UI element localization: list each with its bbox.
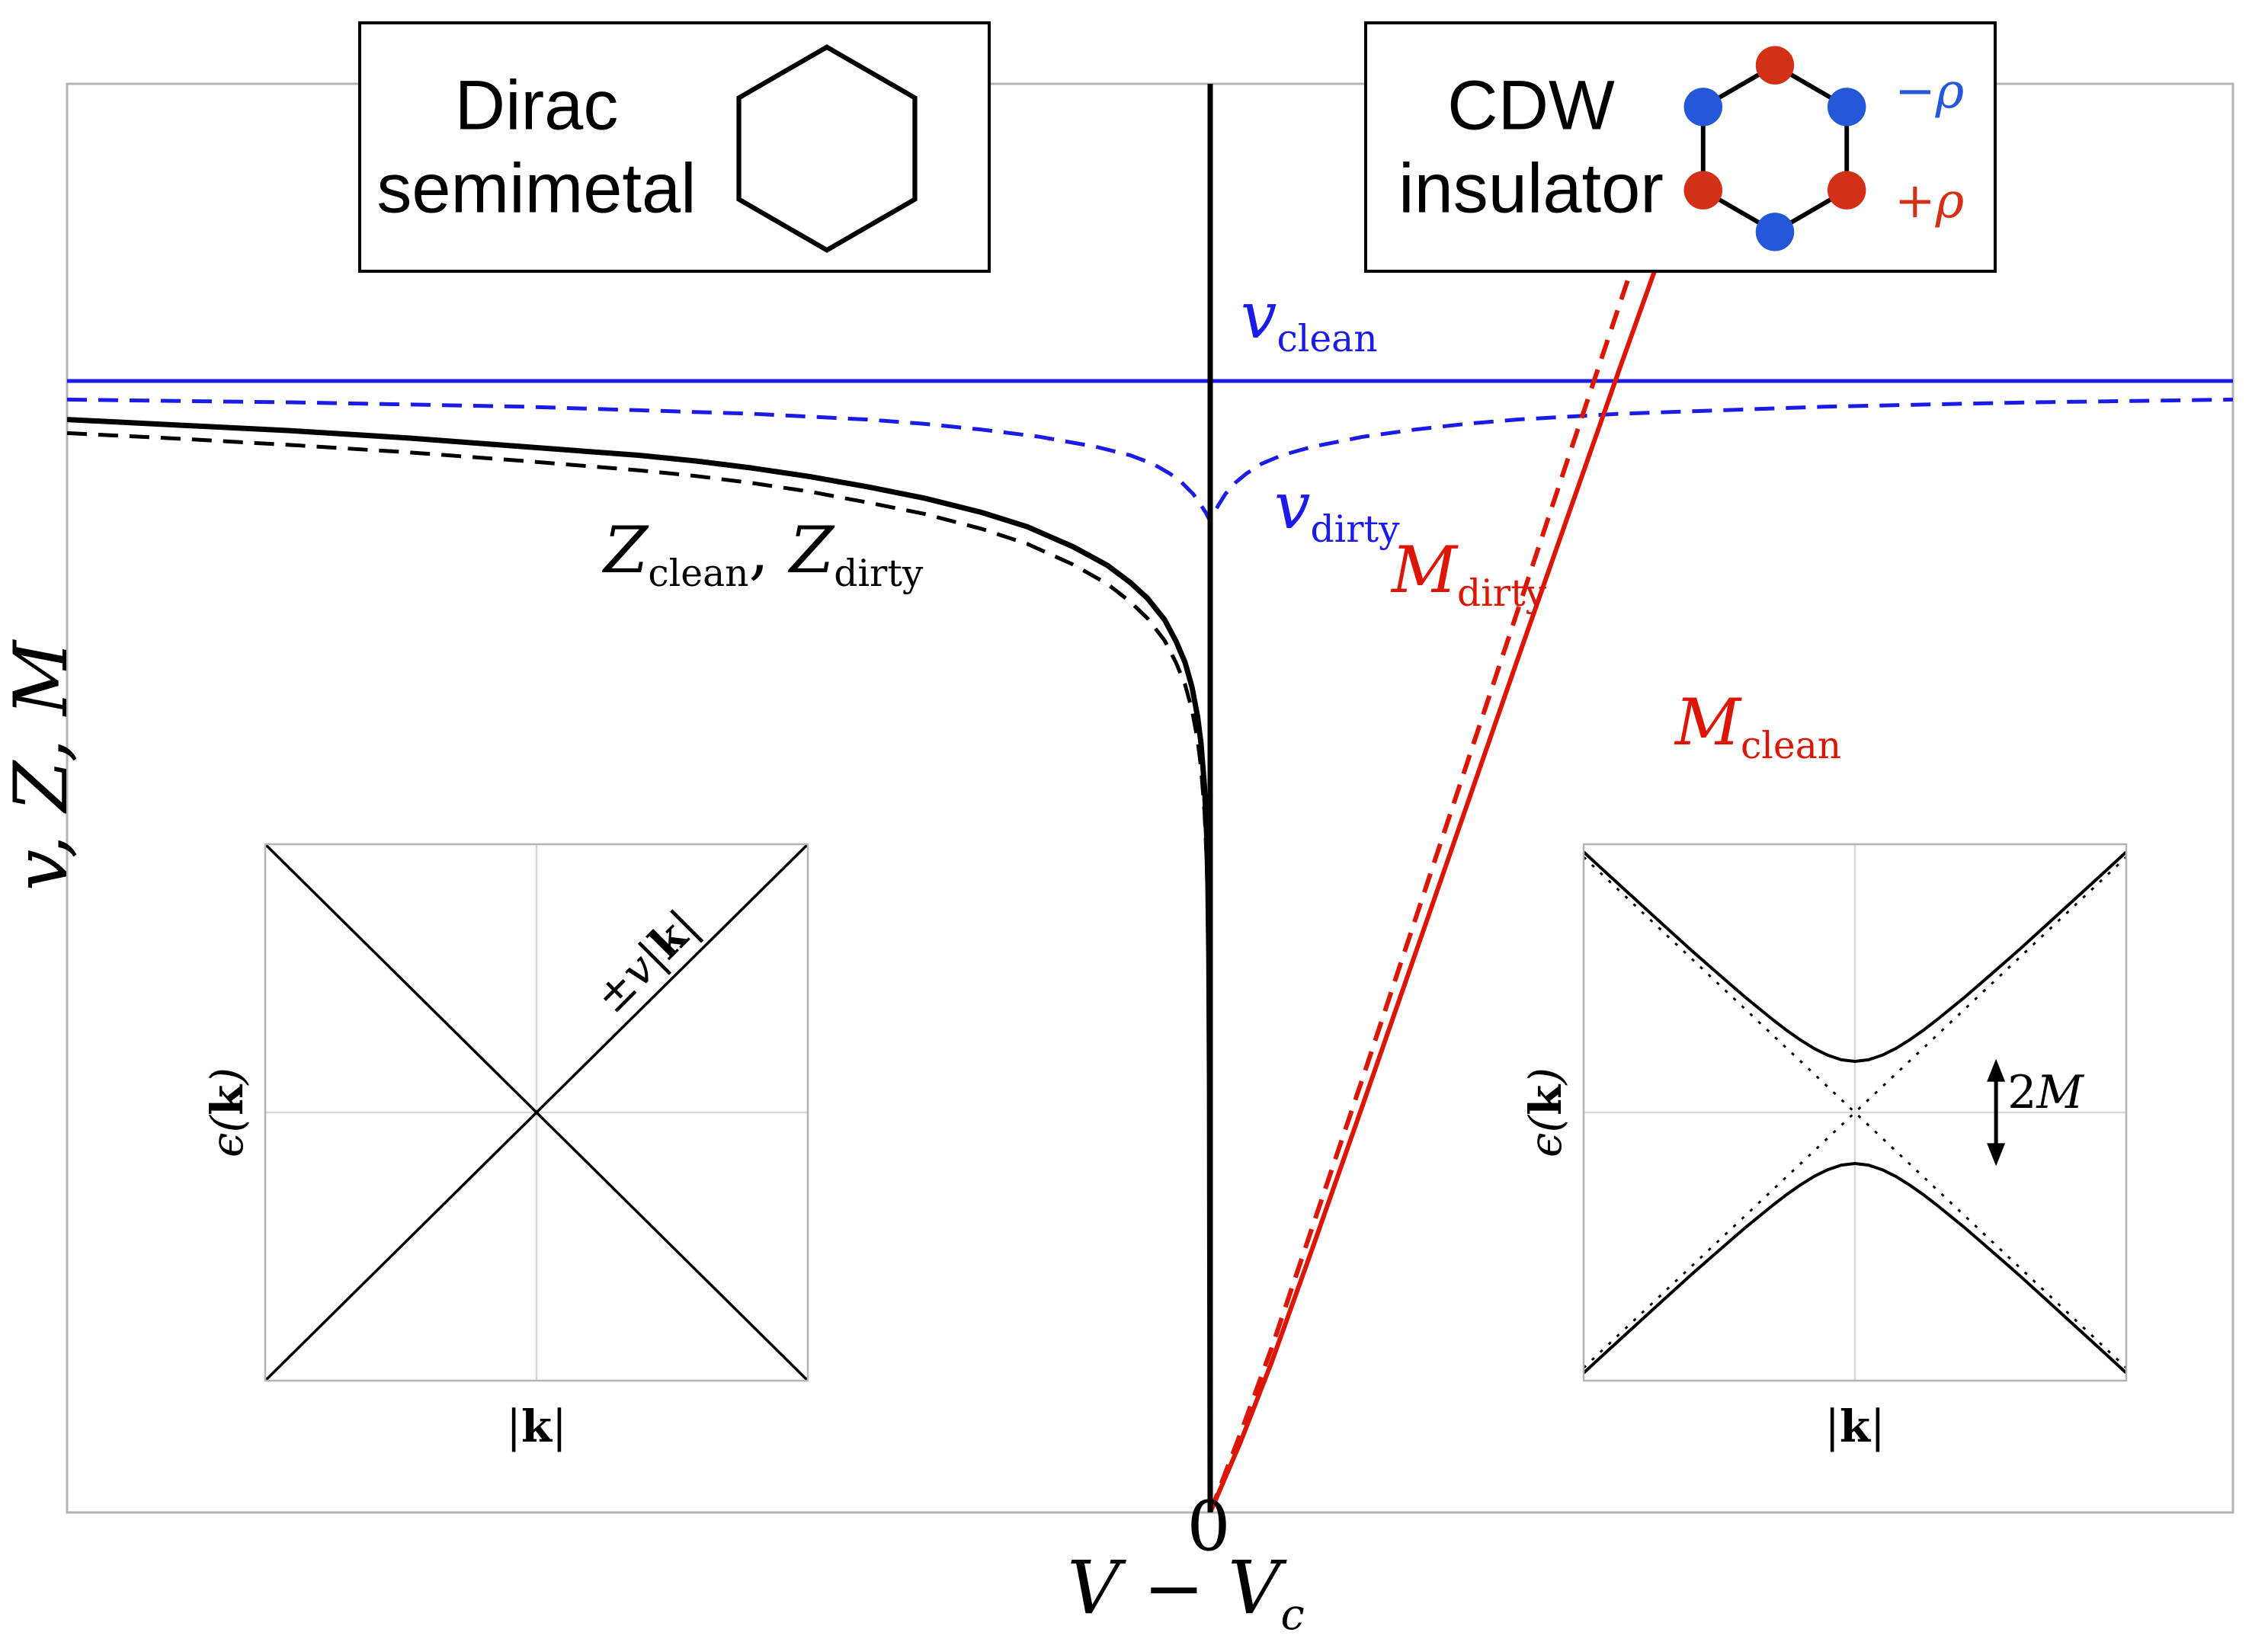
z-dirty-symbol: Z xyxy=(789,513,834,587)
m-clean-curve-label: Mclean xyxy=(1675,690,1841,765)
hexagon-outline xyxy=(1700,62,1850,235)
z-clean-symbol: Z xyxy=(604,513,649,587)
v-clean-subscript: clean xyxy=(1277,317,1378,360)
plus-rho-charge-label: +ρ xyxy=(1895,173,1965,229)
minus-rho-site-dot xyxy=(1755,213,1795,251)
series-upper-band xyxy=(1582,850,2128,1063)
z-clean-z-dirty-curve-label: Zclean, Zdirty xyxy=(604,518,923,593)
left-inset-energy-axis-label: ϵ(k) xyxy=(201,1067,253,1157)
dirac-semimetal-box: Dirac semimetal xyxy=(358,21,991,273)
v-clean-symbol: v xyxy=(1241,278,1277,353)
m-clean-symbol: M xyxy=(1675,685,1741,760)
y-axis-label: v, Z, M xyxy=(0,640,84,891)
m-clean-subscript: clean xyxy=(1741,724,1842,767)
bar-close: | xyxy=(552,1400,567,1452)
series-lower-band xyxy=(1582,1162,2128,1375)
minus-rho-charge-label: −ρ xyxy=(1895,63,1965,120)
right-inset-energy-axis-label: ϵ(k) xyxy=(1520,1067,1571,1157)
bar-open: | xyxy=(1824,1400,1840,1452)
series-M_clean xyxy=(1208,84,1724,1512)
arrowhead-down xyxy=(1987,1143,2006,1167)
dirac-title-line2: semimetal xyxy=(376,149,697,227)
minus-rho-site-dot xyxy=(1827,88,1866,126)
mass-symbol: M xyxy=(2036,1066,2084,1119)
v-dirty-curve-label: vdirty xyxy=(1274,474,1400,549)
gap-2M-label: 2M xyxy=(2007,1070,2084,1115)
cdw-title-line2: insulator xyxy=(1398,149,1664,227)
z-dirty-subscript: dirty xyxy=(834,552,924,595)
plot-frame xyxy=(66,82,2234,1514)
series-Z_clean xyxy=(67,417,1213,1512)
plus-rho-site-dot xyxy=(1755,46,1795,85)
label-separator: , xyxy=(748,513,790,587)
plus-rho-site-dot xyxy=(1683,171,1723,210)
m-dirty-symbol: M xyxy=(1392,533,1458,607)
x-axis-label-main: V − V xyxy=(1067,1545,1281,1631)
x-axis-label-subscript: c xyxy=(1280,1589,1305,1640)
dirac-title-line1: Dirac xyxy=(454,66,619,145)
v-clean-curve-label: vclean xyxy=(1241,283,1378,358)
series-M_dirty xyxy=(1208,84,1693,1512)
hexagon-outline xyxy=(736,44,918,253)
epsilon-close: ) xyxy=(201,1067,253,1085)
main-series-group xyxy=(67,84,2233,1512)
inset_gapped-group xyxy=(1582,843,2128,1382)
cdw-insulator-box: CDW insulator −ρ +ρ xyxy=(1364,21,1997,273)
cdw-insulator-title: CDW insulator xyxy=(1367,64,1695,229)
k-vector: k xyxy=(1839,1400,1871,1452)
left-inset-momentum-axis-label: |k| xyxy=(506,1404,566,1448)
series-band-minus-v-k xyxy=(264,843,809,1382)
x-axis-label: V − Vc xyxy=(1067,1552,1304,1637)
series-Z_dirty xyxy=(67,431,1212,1512)
dirac-semimetal-title: Dirac semimetal xyxy=(361,64,712,229)
cdw-title-line1: CDW xyxy=(1447,66,1615,145)
v-dirty-symbol: v xyxy=(1274,469,1311,543)
z-clean-subscript: clean xyxy=(648,552,749,595)
m-dirty-subscript: dirty xyxy=(1457,571,1547,615)
x-axis-origin-tick: 0 xyxy=(1187,1487,1231,1567)
epsilon-open: ϵ( xyxy=(201,1115,253,1157)
epsilon-open: ϵ( xyxy=(1520,1115,1571,1157)
k-vector: k xyxy=(201,1084,253,1115)
arrowhead-up xyxy=(1987,1058,2006,1082)
minus-rho-site-dot xyxy=(1683,88,1723,126)
honeycomb-lattice-icon xyxy=(736,44,918,253)
v-dirty-subscript: dirty xyxy=(1310,507,1400,551)
inset_gapped-frame xyxy=(1582,843,2128,1382)
right-inset-momentum-axis-label: |k| xyxy=(1824,1404,1885,1448)
plus-rho-site-dot xyxy=(1827,171,1866,210)
bar-open: | xyxy=(506,1400,521,1452)
epsilon-close: ) xyxy=(1520,1067,1571,1085)
cdw-honeycomb-lattice-icon xyxy=(1683,46,1866,251)
k-vector: k xyxy=(521,1400,553,1452)
series-v_dirty xyxy=(67,397,2233,523)
inset_dirac-group xyxy=(264,843,809,1382)
bar-close: | xyxy=(1870,1400,1885,1452)
k-vector: k xyxy=(1520,1084,1571,1115)
inset_dirac-frame xyxy=(264,843,809,1382)
m-dirty-curve-label: Mdirty xyxy=(1392,538,1546,613)
two: 2 xyxy=(2007,1066,2037,1119)
